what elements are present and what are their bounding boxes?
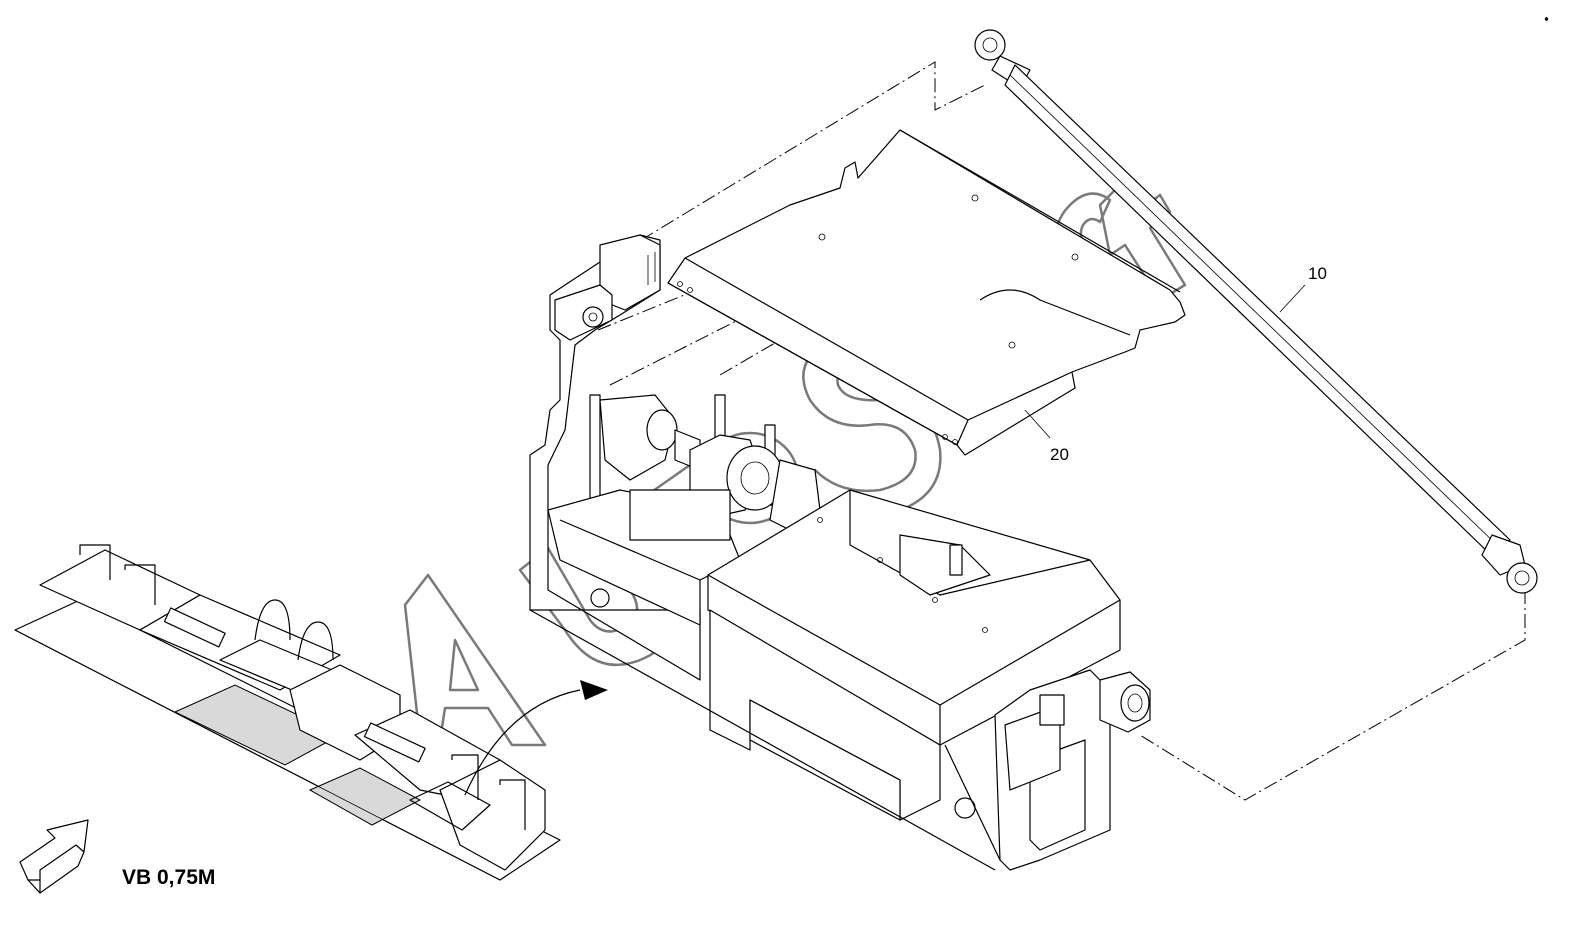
- callout-leaders: [1024, 284, 1306, 439]
- overview-machine: [14, 544, 561, 881]
- corner-mark: ⁎: [1545, 16, 1548, 22]
- strut-eye-bottom: [1506, 562, 1538, 594]
- leader-10: [1279, 284, 1306, 313]
- main-frame: [529, 234, 1151, 871]
- curved-arrow-head: [580, 680, 608, 700]
- callout-10: 10: [1308, 264, 1327, 283]
- view-label: VB 0,75M: [122, 866, 215, 889]
- strut-eye-top: [974, 29, 1006, 61]
- leader-20: [1024, 409, 1051, 439]
- assembly-line-right: [1139, 590, 1526, 801]
- assembly-line-pin: [719, 339, 781, 376]
- assembly-line-top: [599, 61, 986, 266]
- curved-arrow-icon: [464, 689, 581, 796]
- part-20-cover-plate: [667, 129, 1186, 456]
- part-10-strut: [974, 29, 1538, 594]
- callout-20: 20: [1050, 445, 1069, 464]
- view-direction-arrow-icon: [19, 819, 89, 894]
